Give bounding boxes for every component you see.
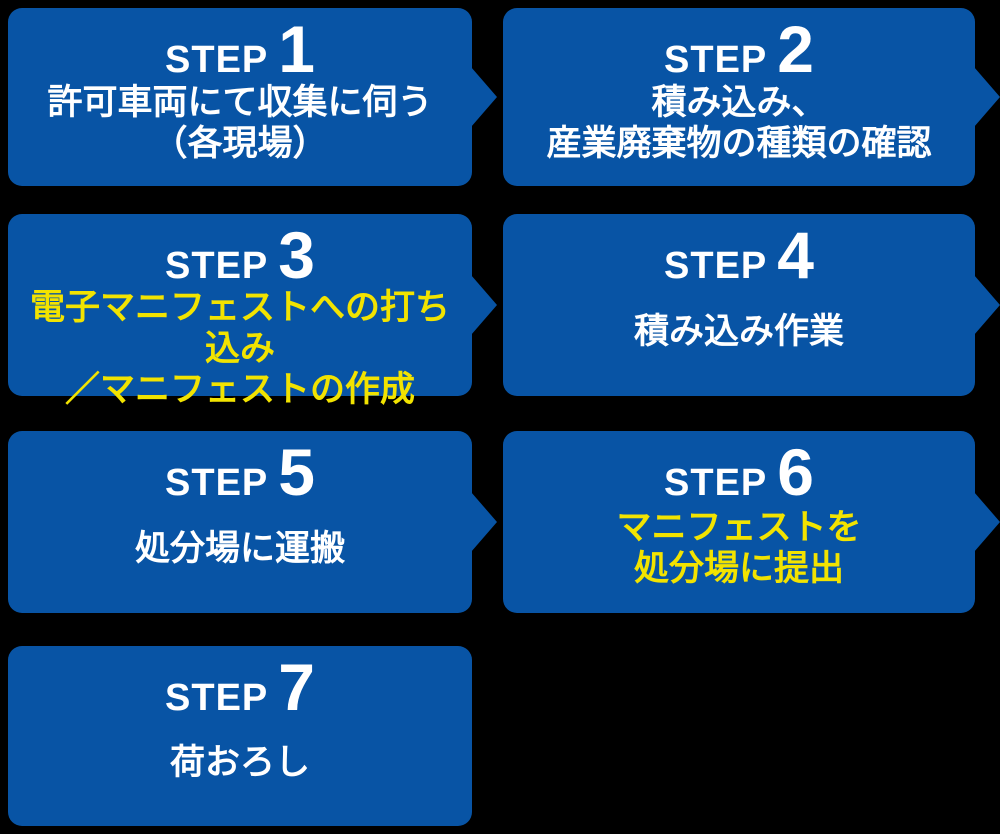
step-description: 積み込み、 産業廃棄物の種類の確認 (503, 81, 975, 186)
arrow-right-icon (471, 67, 497, 127)
step-description-line: 産業廃棄物の種類の確認 (546, 124, 932, 164)
step-description: 許可車両にて収集に伺う （各現場） (8, 81, 472, 186)
step-box-5: STEP 5 処分場に運搬 (8, 431, 497, 613)
step-description: 処分場に運搬 (8, 504, 472, 613)
step-box-6: STEP 6 マニフェストを 処分場に提出 (503, 431, 1000, 613)
step-box-3: STEP 3 電子マニフェストへの打ち込み ／マニフェストの作成 (8, 214, 497, 409)
step-label: STEP (165, 677, 269, 719)
step-number: 4 (777, 218, 814, 292)
step-number: 2 (777, 12, 814, 86)
step-box-1: STEP 1 許可車両にて収集に伺う （各現場） (8, 8, 497, 186)
step-header: STEP 4 (503, 214, 975, 292)
step-number: 1 (278, 12, 315, 86)
step-label: STEP (165, 39, 269, 81)
arrow-right-icon (974, 67, 1000, 127)
step-description-line: 処分場に提出 (633, 549, 844, 589)
step-header: STEP 1 (8, 8, 472, 86)
step-number: 3 (278, 218, 315, 292)
step-description-line: ／マニフェストの作成 (64, 370, 415, 410)
step-number: 6 (777, 435, 814, 509)
step-label: STEP (664, 245, 768, 287)
step-header: STEP 7 (8, 646, 472, 724)
step-label: STEP (165, 462, 269, 504)
step-label: STEP (165, 245, 269, 287)
step-description-line: マニフェストを (616, 508, 862, 548)
step-description-line: 処分場に運搬 (134, 528, 345, 568)
step-box-4: STEP 4 積み込み作業 (503, 214, 1000, 396)
step-description-line: 電子マニフェストへの打ち込み (29, 287, 450, 368)
step-number: 5 (278, 435, 315, 509)
step-description: 荷おろし (8, 719, 472, 826)
step-description-line: 積み込み作業 (633, 311, 844, 351)
arrow-right-icon (974, 492, 1000, 552)
step-header: STEP 5 (8, 431, 472, 509)
step-description-line: 許可車両にて収集に伺う (47, 83, 433, 123)
step-box-7: STEP 7 荷おろし (8, 646, 472, 826)
step-description-line: （各現場） (152, 124, 328, 164)
step-description-line: 荷おろし (169, 742, 310, 782)
arrow-right-icon (471, 275, 497, 335)
step-description-line: 積み込み、 (651, 83, 827, 123)
step-header: STEP 6 (503, 431, 975, 509)
step-label: STEP (664, 462, 768, 504)
step-box-2: STEP 2 積み込み、 産業廃棄物の種類の確認 (503, 8, 1000, 186)
step-description: マニフェストを 処分場に提出 (503, 504, 975, 613)
arrow-right-icon (471, 492, 497, 552)
step-header: STEP 3 (8, 214, 472, 292)
arrow-right-icon (974, 275, 1000, 335)
step-header: STEP 2 (503, 8, 975, 86)
step-label: STEP (664, 39, 768, 81)
step-description: 積み込み作業 (503, 287, 975, 396)
step-number: 7 (278, 650, 315, 724)
step-description: 電子マニフェストへの打ち込み ／マニフェストの作成 (8, 287, 472, 431)
